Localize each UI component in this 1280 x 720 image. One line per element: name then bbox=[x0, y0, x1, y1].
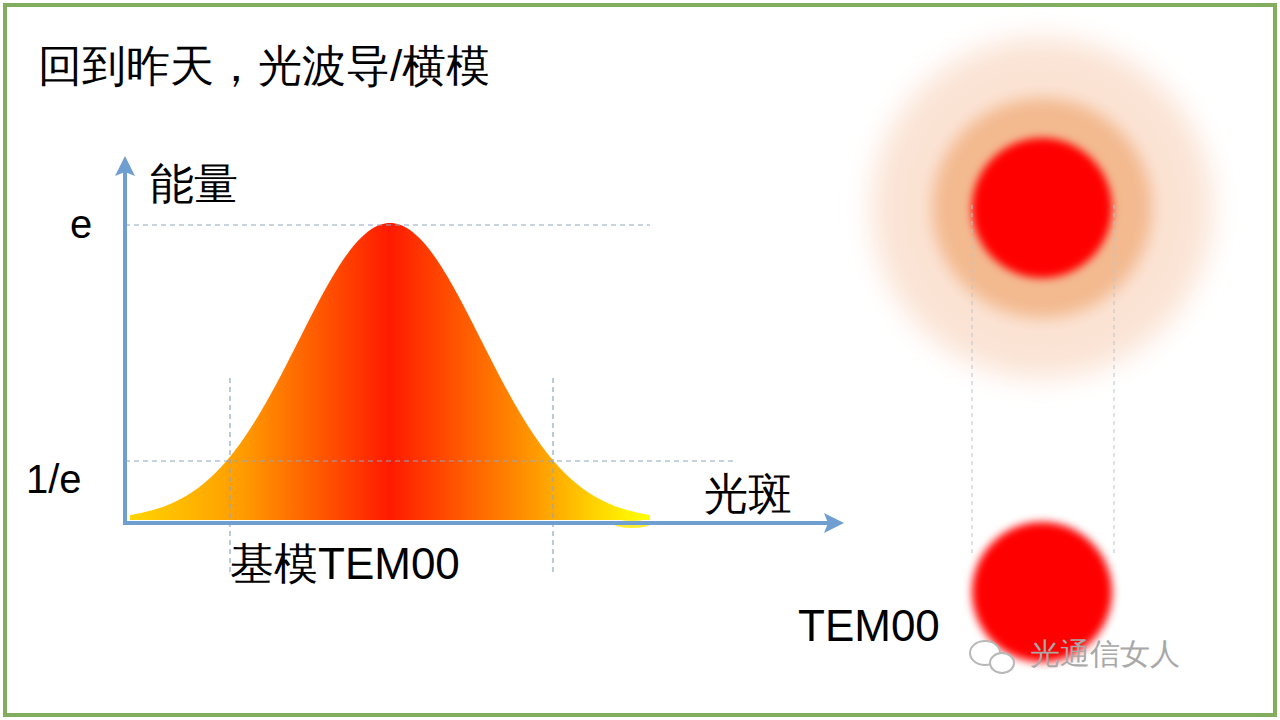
title: 回到昨天，光波导/横模 bbox=[38, 40, 490, 93]
tick-label: e bbox=[70, 200, 92, 248]
wechat-icon bbox=[970, 641, 1014, 673]
axes bbox=[123, 160, 840, 525]
beam-spot-rings bbox=[872, 38, 1212, 378]
watermark: 光通信女人 bbox=[1030, 636, 1180, 672]
mode-label: TEM00 bbox=[798, 600, 940, 653]
axis-label: 光斑 bbox=[704, 468, 792, 521]
tick-label: 1/e bbox=[26, 455, 82, 503]
gaussian-curve bbox=[130, 223, 650, 520]
spot-guides bbox=[972, 205, 1114, 555]
axis-label: 能量 bbox=[150, 158, 238, 211]
mode-label: 基模TEM00 bbox=[230, 538, 460, 591]
frame bbox=[5, 5, 1275, 715]
